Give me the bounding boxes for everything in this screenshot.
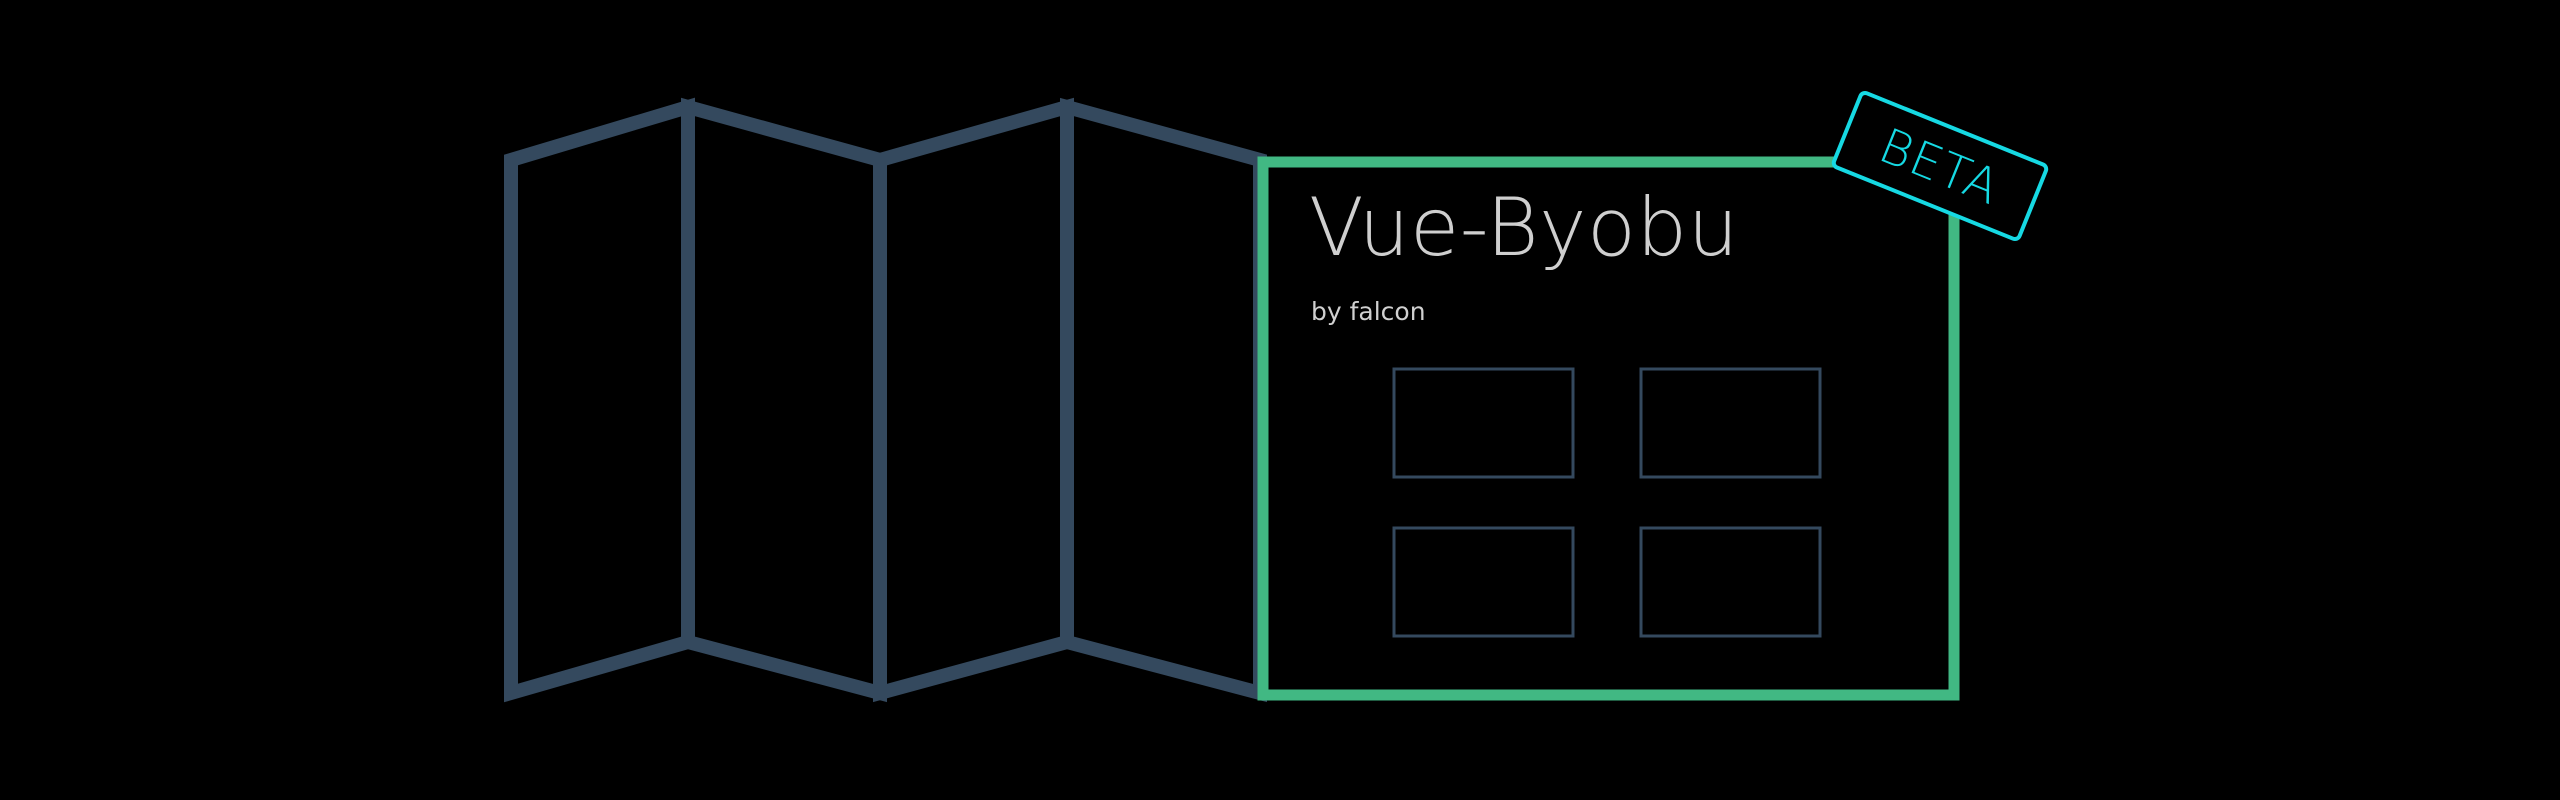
- logo-byline: by falcon: [1311, 297, 1426, 326]
- window-thumbnail: [1392, 367, 1575, 479]
- logo-title: Vue-Byobu: [1309, 181, 1739, 274]
- window-thumbnail: [1639, 526, 1822, 638]
- window-thumbnail: [1639, 367, 1822, 479]
- screen-panel-1: [504, 97, 695, 703]
- screen-panel-3: [873, 97, 1074, 703]
- beta-badge: BETA: [1831, 90, 2049, 242]
- screen-panel-2: [681, 97, 887, 703]
- screen-panel-4: [1060, 97, 1267, 703]
- active-screen-frame: [1257, 156, 1960, 701]
- window-thumbnail: [1392, 526, 1575, 638]
